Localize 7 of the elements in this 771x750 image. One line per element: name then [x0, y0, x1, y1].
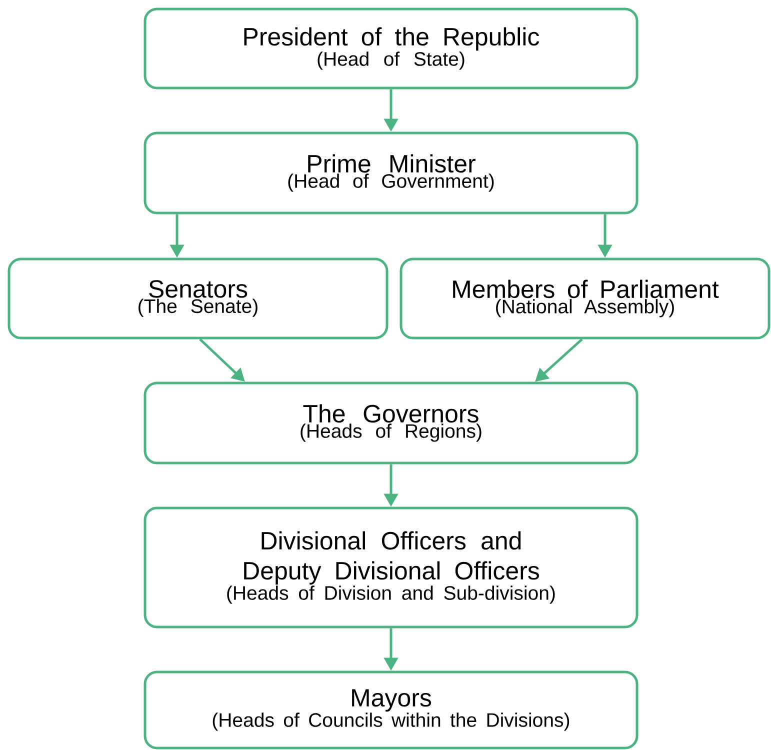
- process-box: Divisional Officers and Deputy Divisional Officers (Heads of Division and Sub-division): [144, 506, 638, 628]
- process-box: President of the Republic (Head of State): [144, 8, 638, 90]
- process-box: Members of Parliament (National Assembly): [400, 258, 770, 340]
- process-box: The Governors (Heads of Regions): [144, 382, 638, 464]
- process-box: Prime Minister (Head of Government): [144, 132, 638, 214]
- process-box: Mayors (Heads of Councils within the Divisions): [144, 670, 638, 750]
- process-box: Senators (The Senate): [8, 258, 388, 340]
